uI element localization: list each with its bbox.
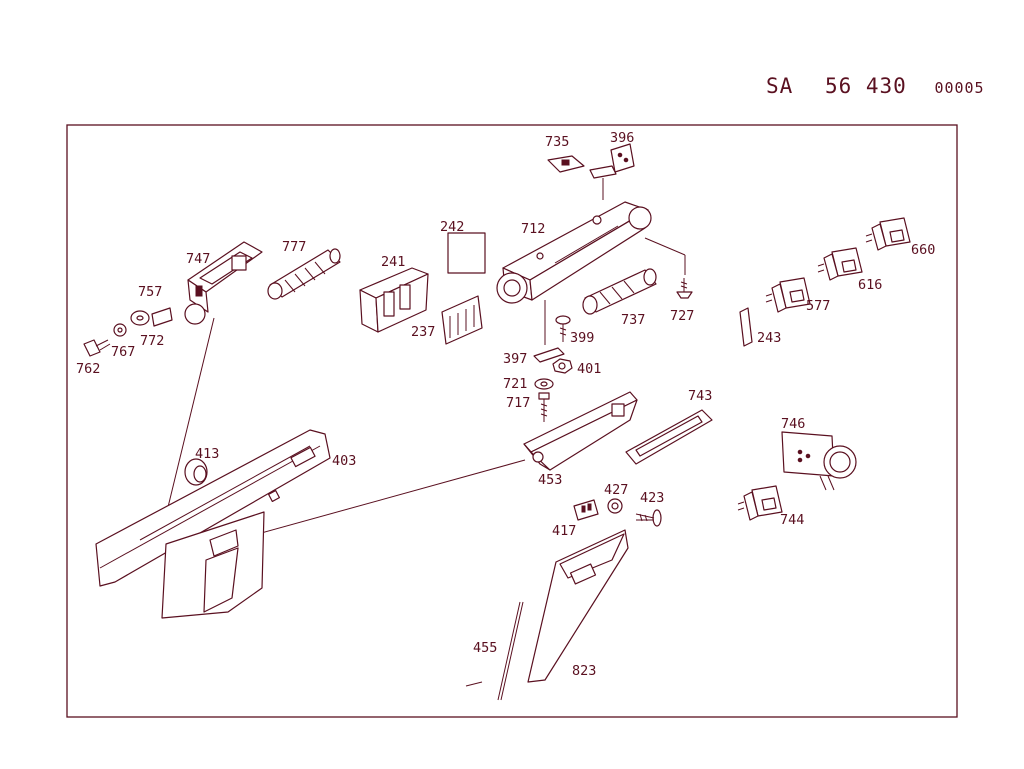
part-746-rheostat: [781, 431, 857, 491]
label-823: 823: [572, 663, 596, 679]
part-396-bracket: [589, 143, 635, 200]
label-735: 735: [545, 134, 569, 150]
part-744-switch: [737, 485, 783, 521]
label-737: 737: [621, 312, 645, 328]
part-577-switch: [765, 277, 811, 313]
part-762-bolt: [83, 339, 111, 357]
label-397: 397: [503, 351, 527, 367]
label-746: 746: [781, 416, 805, 432]
part-767-washer: [113, 323, 127, 337]
part-417-clip: [573, 499, 599, 521]
label-727: 727: [670, 308, 694, 324]
diagram-frame: [66, 124, 958, 718]
label-721: 721: [503, 376, 527, 392]
drawing-sheet-number: 00005: [934, 79, 985, 97]
label-747: 747: [186, 251, 210, 267]
part-242-plate: [447, 232, 486, 274]
part-823-cover: [527, 529, 629, 683]
label-616: 616: [858, 277, 882, 293]
label-712: 712: [521, 221, 545, 237]
drawing-group-number: 56 430: [824, 74, 907, 98]
label-453: 453: [538, 472, 562, 488]
part-453-bracket: [235, 391, 638, 541]
label-777: 777: [282, 239, 306, 255]
part-712-housing: [496, 201, 686, 304]
label-762: 762: [76, 361, 100, 377]
label-455: 455: [473, 640, 497, 656]
part-455-rod: [465, 601, 524, 701]
label-396: 396: [610, 130, 634, 146]
part-721-washer: [534, 378, 554, 390]
part-399-screw: [544, 300, 571, 345]
label-403: 403: [332, 453, 356, 469]
part-735-clip: [547, 155, 585, 173]
part-717-bolt: [538, 392, 550, 422]
label-401: 401: [577, 361, 601, 377]
part-757-nut: [151, 307, 173, 327]
label-243: 243: [757, 330, 781, 346]
label-743: 743: [688, 388, 712, 404]
part-423-screw: [635, 509, 662, 527]
label-417: 417: [552, 523, 576, 539]
part-772-washer: [130, 310, 150, 326]
part-737-roller: [582, 268, 657, 315]
label-413: 413: [195, 446, 219, 462]
part-743-bezel: [625, 409, 713, 465]
part-727-screw: [676, 278, 693, 299]
label-767: 767: [111, 344, 135, 360]
label-660: 660: [911, 242, 935, 258]
label-399: 399: [570, 330, 594, 346]
part-237-grille: [441, 295, 483, 345]
part-403-trim-panel: [95, 429, 331, 619]
part-777-roller: [267, 248, 341, 300]
label-757: 757: [138, 284, 162, 300]
part-660-switch: [865, 217, 911, 251]
part-413-knob: [184, 458, 208, 486]
label-427: 427: [604, 482, 628, 498]
part-401-nut: [552, 358, 573, 374]
part-241-bracket: [359, 267, 429, 333]
drawing-prefix: SA: [766, 74, 794, 98]
label-717: 717: [506, 395, 530, 411]
label-577: 577: [806, 298, 830, 314]
label-744: 744: [780, 512, 804, 528]
part-397-tab: [533, 347, 565, 363]
drawing-number: SA 56 430 00005: [766, 74, 985, 98]
label-423: 423: [640, 490, 664, 506]
label-241: 241: [381, 254, 405, 270]
part-243-clip: [739, 307, 753, 347]
part-747-bezel: [159, 241, 263, 541]
label-242: 242: [440, 219, 464, 235]
part-427-ring: [607, 498, 623, 514]
label-772: 772: [140, 333, 164, 349]
label-237: 237: [411, 324, 435, 340]
part-616-switch: [817, 247, 863, 281]
